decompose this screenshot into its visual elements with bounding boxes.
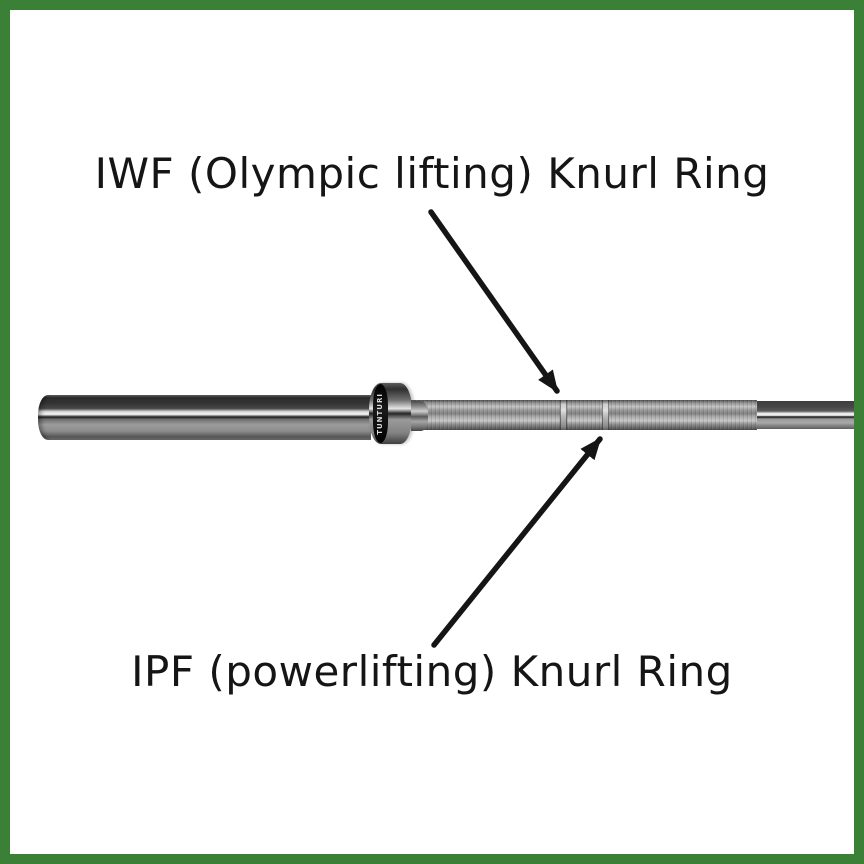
barbell-collar: TUNTURI (369, 383, 412, 444)
iwf-knurl-ring-mark (560, 400, 567, 430)
ipf-knurl-ring-mark (602, 400, 609, 430)
barbell-brand-text: TUNTURI (376, 392, 384, 435)
barbell-center-shaft (757, 401, 854, 429)
barbell-sleeve (38, 395, 371, 440)
collar-brand-band: TUNTURI (373, 384, 388, 443)
barbell-knurled-shaft (411, 400, 757, 430)
ipf-knurl-ring-label: IPF (powerlifting) Knurl Ring (131, 647, 733, 696)
iwf-knurl-ring-label: IWF (Olympic lifting) Knurl Ring (94, 149, 770, 198)
barbell-inner-collar (411, 401, 428, 431)
